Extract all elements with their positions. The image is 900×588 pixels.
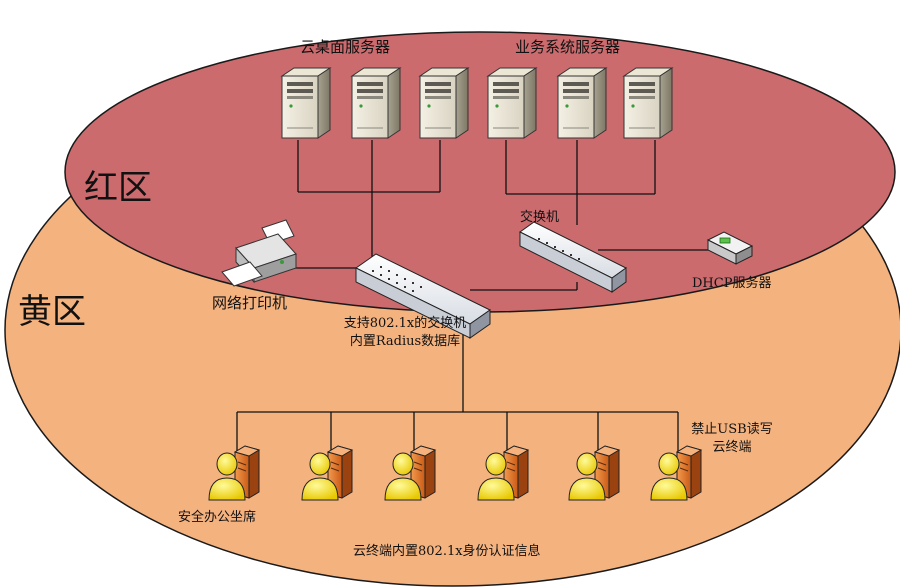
network-switch-icon	[519, 221, 627, 293]
core-switch-label-line1: 支持802.1x的交换机	[343, 316, 467, 331]
desktop-servers-label: 云桌面服务器	[300, 38, 391, 56]
printer-icon	[221, 219, 297, 287]
auth-info-label: 云终端内置802.1x身份认证信息	[353, 544, 541, 559]
server-tower-icon	[281, 67, 331, 139]
server-tower-icon	[487, 67, 537, 139]
server-tower-icon	[623, 67, 673, 139]
dhcp-server-label: DHCP服务器	[692, 276, 772, 291]
red-zone-label: 红区	[84, 168, 152, 208]
server-tower-icon	[351, 67, 401, 139]
business-servers-label: 业务系统服务器	[515, 38, 621, 56]
secure-seat-label: 安全办公坐席	[178, 510, 257, 525]
desktop-server-group	[281, 67, 469, 139]
red-zone	[64, 31, 896, 313]
usb-restriction-label-line1: 禁止USB读写	[691, 422, 773, 437]
usb-restriction-label-line2: 云终端	[712, 440, 752, 455]
printer-label: 网络打印机	[212, 294, 288, 312]
core-switch-label-line2: 内置Radius数据库	[349, 334, 461, 349]
core-switch-icon	[355, 253, 491, 339]
yellow-zone-label: 黄区	[18, 292, 86, 332]
server-tower-icon	[557, 67, 607, 139]
business-server-group	[487, 67, 673, 139]
server-tower-icon	[419, 67, 469, 139]
switch-label: 交换机	[520, 210, 560, 225]
dhcp-server-icon	[706, 231, 754, 265]
connection-lines	[236, 140, 712, 455]
